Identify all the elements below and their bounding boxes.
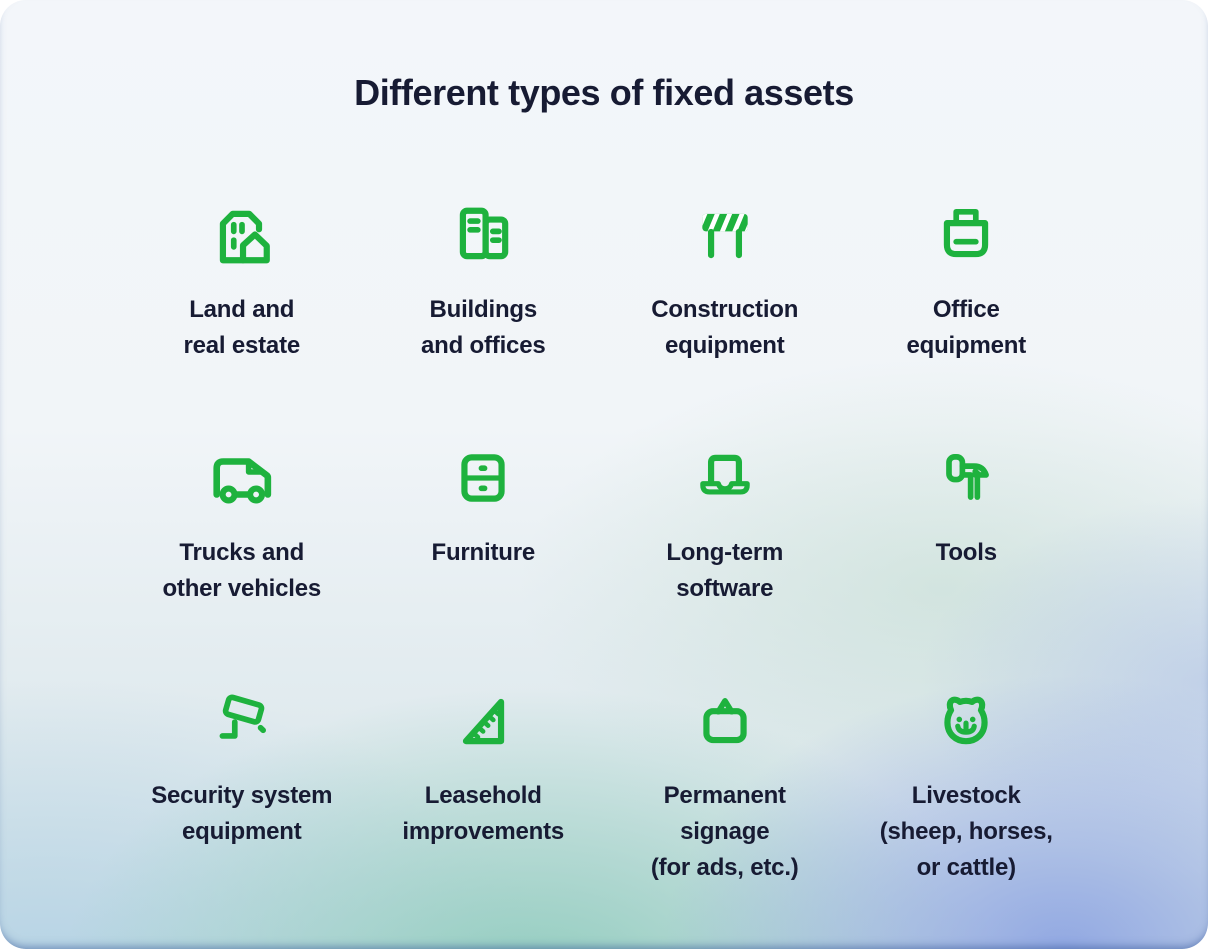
asset-item-security-system: Security system equipment [121, 688, 363, 931]
asset-item-trucks-vehicles: Trucks and other vehicles [121, 445, 363, 688]
asset-label: Trucks and other vehicles [162, 539, 322, 602]
asset-label: Land and real estate [183, 296, 301, 359]
construction-barrier-icon [692, 202, 758, 268]
asset-label: Buildings and offices [421, 296, 546, 359]
laptop-icon [692, 445, 758, 511]
asset-item-furniture: Furniture [363, 445, 605, 688]
page-title: Different types of fixed assets [354, 72, 854, 113]
security-camera-icon [209, 688, 275, 754]
drawers-icon [450, 445, 516, 511]
asset-item-livestock: Livestock (sheep, horses, or cattle) [846, 688, 1088, 931]
asset-label: Leasehold improvements [402, 782, 565, 845]
asset-item-buildings-offices: Buildings and offices [363, 202, 605, 445]
triangle-ruler-icon [450, 688, 516, 754]
animal-face-icon [933, 688, 999, 754]
printer-icon [933, 202, 999, 268]
asset-item-leasehold-improvements: Leasehold improvements [363, 688, 605, 931]
asset-label: Livestock (sheep, horses, or cattle) [879, 782, 1053, 881]
asset-label: Long-term software [666, 539, 784, 602]
hanging-sign-icon [692, 688, 758, 754]
asset-item-tools: Tools [846, 445, 1088, 688]
asset-item-permanent-signage: Permanent signage (for ads, etc.) [604, 688, 846, 931]
asset-label: Tools [935, 539, 997, 566]
asset-item-office-equipment: Office equipment [846, 202, 1088, 445]
truck-icon [206, 445, 278, 511]
asset-label: Permanent signage (for ads, etc.) [650, 782, 799, 881]
asset-label: Security system equipment [151, 782, 333, 845]
building-house-icon [209, 202, 275, 268]
asset-item-construction-equipment: Construction equipment [604, 202, 846, 445]
asset-item-land-real-estate: Land and real estate [121, 202, 363, 445]
asset-label: Construction equipment [651, 296, 799, 359]
asset-item-long-term-software: Long-term software [604, 445, 846, 688]
assets-grid: Land and real estate Buildings and offic… [0, 202, 1208, 931]
hammer-icon [933, 445, 999, 511]
office-buildings-icon [450, 202, 516, 268]
asset-label: Office equipment [906, 296, 1027, 359]
asset-label: Furniture [431, 539, 536, 566]
